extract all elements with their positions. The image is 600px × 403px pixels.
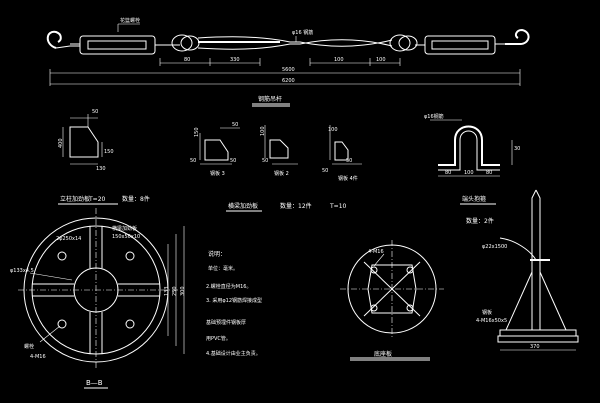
beam-dim-50-c: 50 xyxy=(230,158,236,164)
hoop-dim-80-a: 80 xyxy=(445,170,451,176)
flange-label-plate: 2φ250x14 xyxy=(56,236,81,242)
dim-6200: 6200 xyxy=(282,78,295,84)
turnbuckle-label: 花篮螺栓 xyxy=(120,17,140,24)
pole-elevation: φ22x1500 钢板 4-M16x50x5 370 xyxy=(476,189,579,351)
right-hook xyxy=(505,28,530,45)
beam-dim-50-a: 50 xyxy=(232,122,238,128)
foundation-plan: 4-M16 底座板 xyxy=(340,240,444,361)
column-stiffener-detail: 50 400 150 130 立柱加劲板 T=20 数量：8件 xyxy=(58,109,150,205)
hoop-quantity: 数量：2件 xyxy=(466,217,494,225)
dim-5600: 5600 xyxy=(282,67,295,73)
flange-dim-133: 133 xyxy=(164,286,170,296)
hoop-dim-30: 30 xyxy=(514,146,520,152)
hoop-dim-80-b: 80 xyxy=(486,170,492,176)
stiffener-dim-150: 150 xyxy=(104,149,114,155)
pole-label-bolt: 4-M16x50x5 xyxy=(476,318,507,324)
beam-dim-50-e: 50 xyxy=(322,168,328,174)
beam-stiffener-detail: 150 50 50 50 钢板 3 100 50 钢板 2 100 50 50 … xyxy=(190,122,362,212)
left-turnbuckle xyxy=(79,35,156,55)
stiffener-thickness: T=20 xyxy=(88,196,106,203)
notes-block: 说明： 单位：毫米。 2.螺栓直径为M16。 3. 采用φ12钢筋焊接成型 基础… xyxy=(206,250,262,357)
stiffener-dim-130: 130 xyxy=(96,166,106,172)
flange-label-m16: 4-M16 xyxy=(30,354,46,360)
beam-label-3: 钢板 4件 xyxy=(338,175,358,182)
flange-label-pipe: φ133x4.5 xyxy=(10,268,34,274)
dim-80-left: 80 xyxy=(184,57,190,63)
flange-label-bolt: 螺栓 xyxy=(24,343,34,350)
flange-section: 133 250 300 横梁加劲板 2φ250x14 150x50x10 φ13… xyxy=(10,208,186,389)
flange-dim-250: 250 xyxy=(172,286,178,296)
u-hoop-shape xyxy=(438,125,500,166)
beam-caption: 横梁加劲板 xyxy=(228,202,258,210)
dim-100-a: 100 xyxy=(334,57,344,63)
assembly-title: 钢筋吊杆 xyxy=(258,95,282,103)
beam-thickness: T=10 xyxy=(329,203,347,210)
tie-rod-assembly: 花篮螺栓 φ16 钢筋 80 330 100 100 5600 6200 钢筋吊… xyxy=(46,17,530,107)
section-label: B—B xyxy=(86,379,103,387)
pole-dim-370: 370 xyxy=(530,344,540,350)
hoop-caption: 端头抱箍 xyxy=(462,195,486,203)
note-line-1: 单位：毫米。 xyxy=(208,265,238,272)
dim-330: 330 xyxy=(230,57,240,63)
note-line-4: 基础预埋件钢板厚 xyxy=(206,319,246,326)
flange-dim-300: 300 xyxy=(180,286,186,296)
dim-100-b: 100 xyxy=(376,57,386,63)
foundation-caption: 底座板 xyxy=(374,350,392,358)
beam-dim-100-b: 100 xyxy=(328,127,338,133)
right-turnbuckle xyxy=(424,35,496,55)
note-line-3: 3. 采用φ12钢筋焊接成型 xyxy=(206,297,262,304)
note-line-5: 用PVC管。 xyxy=(206,335,231,342)
hoop-dim-100: 100 xyxy=(464,170,474,176)
pole-label-rod: φ22x1500 xyxy=(482,244,507,250)
hoop-label: φ16钢筋 xyxy=(424,113,444,120)
notes-heading: 说明： xyxy=(208,250,226,258)
beam-quantity: 数量：12件 xyxy=(280,202,312,210)
beam-label-1: 钢板 3 xyxy=(210,170,225,177)
rod-label: φ16 钢筋 xyxy=(292,29,313,36)
stiffener-dim-50: 50 xyxy=(92,109,98,115)
u-hoop-detail: φ16钢筋 80 100 80 30 端头抱箍 数量：2件 xyxy=(424,113,520,225)
beam-label-2: 钢板 2 xyxy=(274,170,289,177)
flange-label-size: 150x50x10 xyxy=(112,234,140,240)
note-line-2: 2.螺栓直径为M16。 xyxy=(206,283,251,290)
flange-label-stiffener: 横梁加劲板 xyxy=(112,225,137,232)
beam-dim-50-b: 50 xyxy=(190,158,196,164)
stiffener-quantity: 数量：8件 xyxy=(122,195,150,203)
foundation-label: 4-M16 xyxy=(368,249,384,255)
stiffener-dim-400: 400 xyxy=(58,138,64,148)
beam-dim-50-d: 50 xyxy=(262,158,268,164)
beam-dim-50-f: 50 xyxy=(346,158,352,164)
beam-dim-100-a: 100 xyxy=(260,126,266,136)
beam-dim-150: 150 xyxy=(194,127,200,137)
note-line-6: 4.基础设计由业主负责。 xyxy=(206,350,261,357)
pole-label-plate: 钢板 xyxy=(482,309,492,316)
stiffener-caption: 立柱加劲板 xyxy=(60,195,90,203)
left-hook xyxy=(46,30,62,49)
